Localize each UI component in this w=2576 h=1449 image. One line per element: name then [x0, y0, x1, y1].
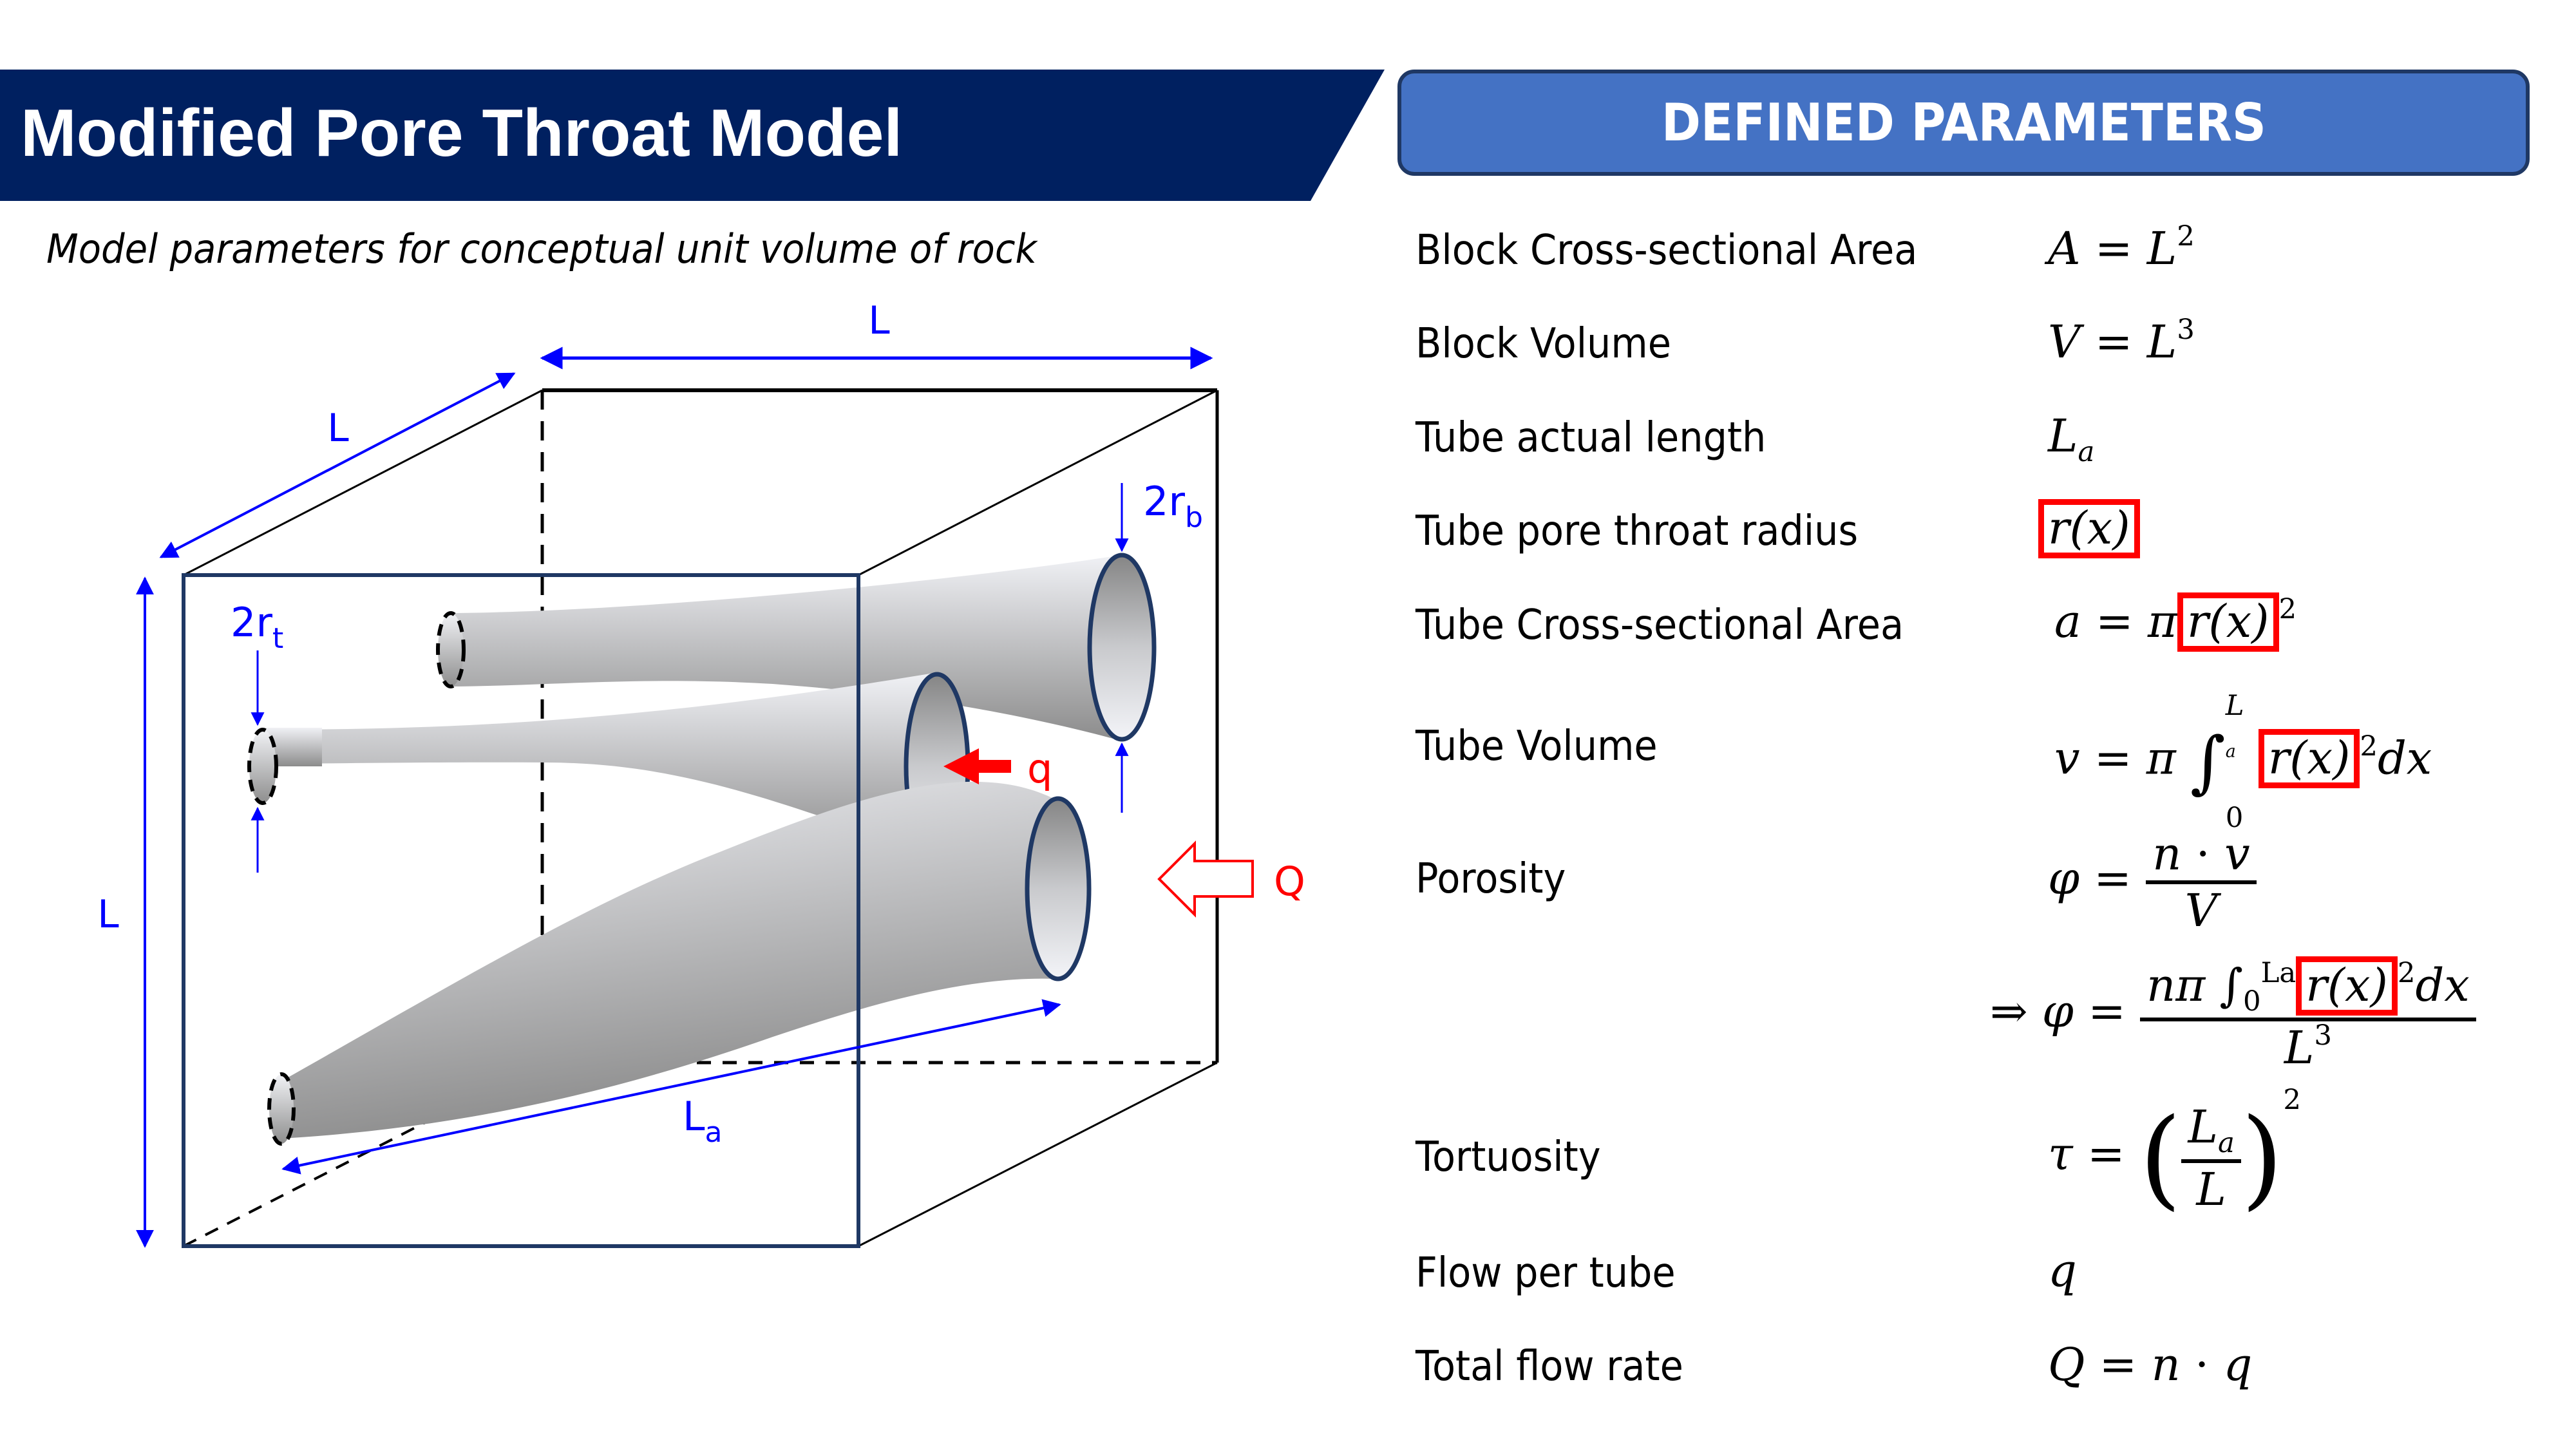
label-edge-top: L: [868, 298, 890, 343]
tube-middle-inlet: [247, 728, 278, 805]
formula-block-area: A = L2: [2048, 220, 2195, 275]
param-label-block-area: Block Cross-sectional Area: [1416, 227, 1918, 274]
param-label-tube-length: Tube actual length: [1416, 414, 1766, 462]
tube-upper-outlet: [1087, 553, 1157, 742]
cube-front-face: [182, 573, 860, 1248]
param-label-total-flow: Total flow rate: [1416, 1343, 1683, 1390]
tube-flow-arrow: [943, 748, 1011, 784]
highlight-box-rx: r(x): [2258, 729, 2360, 788]
label-throat-diameter: 2rt: [231, 599, 283, 655]
label-edge-depth: L: [327, 406, 349, 451]
param-label-throat-radius: Tube pore throat radius: [1416, 507, 1859, 555]
tube-lower-inlet: [267, 1072, 296, 1146]
defined-parameters-header: DEFINED PARAMETERS: [1397, 70, 2530, 176]
label-body-diameter: 2rb: [1143, 478, 1203, 534]
formula-throat-radius: r(x): [2038, 499, 2140, 558]
formula-tube-length: La: [2048, 410, 2095, 468]
formula-flow-per-tube: q: [2048, 1244, 2077, 1297]
diagram-subtitle: Model parameters for conceptual unit vol…: [46, 225, 1037, 272]
tube-lower-outlet: [1025, 796, 1092, 981]
page-title: Modified Pore Throat Model: [21, 96, 903, 171]
highlight-box-rx: r(x): [2038, 499, 2140, 558]
param-label-tube-area: Tube Cross-sectional Area: [1416, 601, 1904, 649]
param-label-block-volume: Block Volume: [1416, 320, 1671, 368]
param-label-tortuosity: Tortuosity: [1416, 1133, 1601, 1181]
formula-total-flow: Q = n · q: [2048, 1338, 2253, 1391]
param-label-tube-volume: Tube Volume: [1416, 723, 1658, 770]
dimension-arrow-depth: [159, 372, 516, 558]
formula-block-volume: V = L3: [2048, 314, 2195, 368]
cube-top-right-edge: [858, 389, 1218, 576]
tube-lower: [267, 781, 1092, 1146]
label-edge-height: L: [97, 892, 119, 937]
label-actual-length: La: [683, 1093, 723, 1149]
highlight-box-rx: r(x): [2177, 592, 2279, 652]
dimension-arrow-actual-length: [281, 999, 1061, 1175]
total-flow-arrow: [1157, 840, 1254, 918]
label-tube-flow: q: [1027, 745, 1052, 792]
cube-top-left-edge: [183, 389, 543, 576]
label-total-flow: Q: [1274, 858, 1305, 905]
cube-bottom-right-edge: [858, 1061, 1218, 1247]
tube-upper-inlet: [436, 611, 466, 688]
param-label-flow-per-tube: Flow per tube: [1416, 1249, 1676, 1297]
highlight-box-rx: r(x): [2296, 956, 2398, 1016]
defined-parameters-title: DEFINED PARAMETERS: [1661, 93, 2266, 153]
param-label-porosity: Porosity: [1416, 855, 1566, 903]
